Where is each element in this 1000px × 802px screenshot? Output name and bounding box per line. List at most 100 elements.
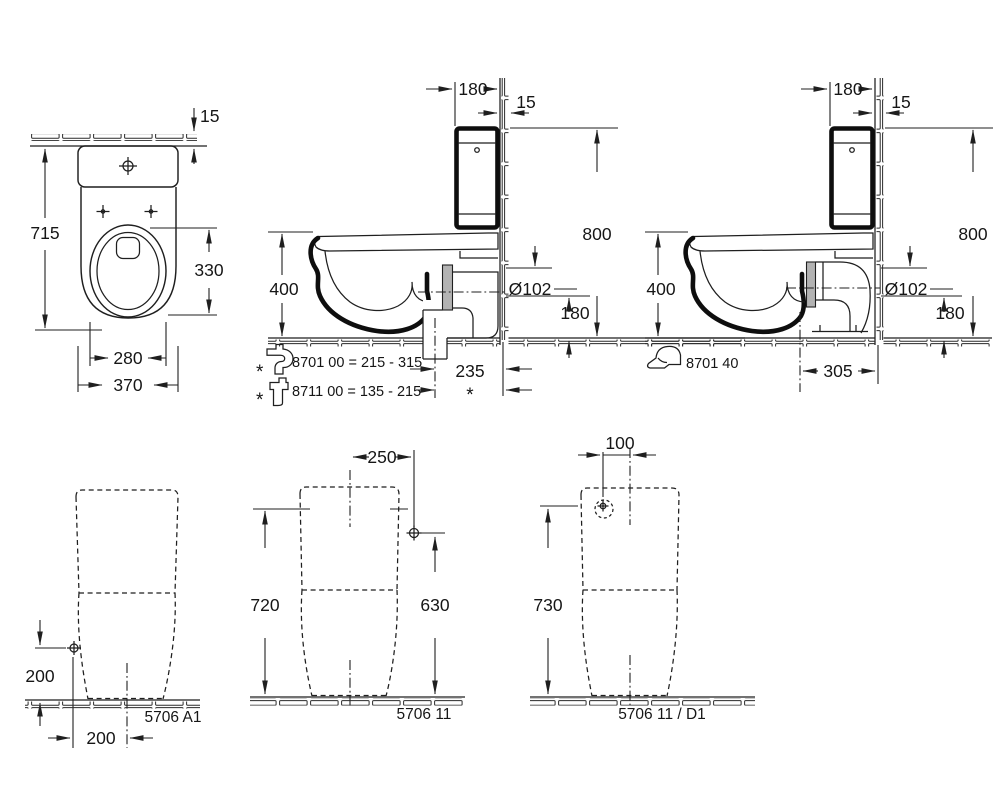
cistern-fixing-crosshair-icon	[119, 157, 137, 175]
svg-text:8711 00 = 135 - 215: 8711 00 = 135 - 215	[292, 384, 421, 400]
straight-pipe-icon	[269, 377, 289, 407]
rear-view-5706-a1: 200 5706 A1 200	[25, 489, 201, 748]
svg-text:8701 00 = 215 - 315: 8701 00 = 215 - 315	[292, 355, 422, 371]
svg-text:Ø102: Ø102	[885, 279, 928, 299]
seat-outer-ring	[89, 224, 167, 318]
svg-text:8701 40: 8701 40	[686, 356, 738, 372]
dashed-outline	[75, 489, 179, 700]
svg-text:330: 330	[194, 260, 223, 280]
svg-text:370: 370	[113, 375, 142, 395]
dim-bowl-height-400: 400	[268, 231, 313, 337]
cistern-section	[454, 126, 500, 230]
svg-text:235: 235	[455, 361, 484, 381]
floor-outlet-elbow	[786, 261, 880, 392]
svg-text:Ø102: Ø102	[509, 279, 552, 299]
floor-outlet-pipe-icon	[646, 345, 682, 369]
floor-hatch	[530, 696, 755, 706]
svg-text:715: 715	[30, 223, 59, 243]
svg-text:180: 180	[833, 79, 862, 99]
svg-text:100: 100	[605, 433, 634, 453]
dim-inlet-height-200: 200	[25, 620, 55, 726]
water-inlet-crosshair-icon	[67, 641, 81, 655]
dim-seat-width-280: 280	[89, 322, 167, 368]
svg-text:800: 800	[582, 224, 611, 244]
svg-text:730: 730	[533, 595, 562, 615]
svg-text:180: 180	[935, 303, 964, 323]
dim-cistern-180: 180	[801, 79, 873, 126]
svg-text:200: 200	[25, 666, 54, 686]
wall-hatch	[499, 78, 509, 345]
wall-hatch	[30, 134, 207, 147]
svg-text:250: 250	[367, 447, 396, 467]
dim-outlet-to-wall-235: 235 *	[410, 342, 532, 406]
dim-height-800: 800	[885, 127, 993, 337]
svg-text:*: *	[256, 390, 264, 411]
dim-seat-depth-330: 330	[150, 227, 224, 316]
dim-bowl-height-400: 400	[645, 231, 688, 337]
water-inlet-crosshair-icon	[594, 499, 614, 519]
rear-view-5706-11-d1: 100 730 5706 11 / D1	[530, 433, 755, 723]
vario-outlet-assembly	[418, 264, 506, 398]
dim-height-800: 800	[510, 127, 618, 337]
rear-view-5706-11: 250 720 630 5706 11	[250, 447, 465, 723]
dim-outlet-height-180: 180	[560, 297, 590, 358]
side-view-vario-outlet: 180 15 800 400 Ø102	[256, 78, 745, 411]
dim-cistern-180: 180	[426, 79, 498, 126]
seat-inner-ring	[96, 231, 160, 311]
dim-outlet-height-180: 180	[935, 297, 965, 358]
svg-text:15: 15	[200, 106, 219, 126]
svg-text:400: 400	[646, 279, 675, 299]
dim-outlet-dia-102: Ø102	[881, 246, 962, 299]
outlet-note-vario: * 8701 00 = 215 - 315 * 8711 00 = 135 - …	[256, 343, 422, 411]
side-view-floor-outlet: 180 15 800 400 Ø102 18	[645, 78, 993, 392]
floor-hatch	[645, 337, 992, 347]
bowl-inner-line	[699, 250, 806, 312]
bowl-inner-line	[324, 250, 431, 312]
svg-text:*: *	[256, 362, 264, 383]
dim-inlet-offset-200: 200	[48, 728, 153, 748]
svg-text:180: 180	[458, 79, 487, 99]
dim-inlet-height-730: 730	[533, 508, 563, 695]
cistern-front-outline	[77, 145, 179, 188]
dim-outlet-dia-102: Ø102	[506, 246, 590, 299]
bowl-body-front-outline	[80, 187, 177, 319]
bowl-section-outline	[308, 235, 432, 335]
dim-wall-15: 15	[853, 92, 911, 116]
svg-text:200: 200	[86, 728, 115, 748]
seat-profile	[688, 232, 874, 252]
svg-text:630: 630	[420, 595, 449, 615]
cistern-section	[829, 126, 875, 230]
dim-body-height-720: 720	[250, 510, 280, 695]
bowl-section-outline	[683, 235, 807, 335]
dim-inlet-height-630: 630	[420, 536, 450, 695]
dim-wall-15: 15	[191, 106, 219, 164]
svg-text:15: 15	[891, 92, 910, 112]
dim-inlet-offset-250: 250	[352, 447, 415, 527]
dim-inlet-offset-100: 100	[578, 433, 656, 458]
seat-back-shelf	[834, 251, 873, 259]
seat-profile	[313, 232, 499, 252]
water-inlet-crosshair-icon	[406, 525, 422, 541]
dim-outlet-to-wall-305: 305	[802, 345, 879, 384]
svg-text:720: 720	[250, 595, 279, 615]
svg-text:800: 800	[958, 224, 987, 244]
inlet-spud	[115, 236, 141, 260]
svg-text:280: 280	[113, 348, 142, 368]
model-label: 5706 11 / D1	[618, 706, 706, 723]
svg-text:305: 305	[823, 361, 852, 381]
svg-text:180: 180	[560, 303, 589, 323]
dashed-outline	[299, 486, 400, 697]
seat-back-shelf	[459, 251, 498, 259]
model-label: 5706 11	[397, 706, 452, 723]
svg-text:*: *	[466, 385, 474, 406]
dim-height-715: 715	[30, 148, 102, 331]
floor-hatch	[250, 696, 465, 706]
outlet-note-floor: 8701 40	[646, 345, 738, 372]
dim-wall-15: 15	[478, 92, 536, 116]
seat-fixing-marks-icon	[96, 205, 158, 218]
front-view: 15 715 330 280	[30, 106, 224, 395]
svg-text:15: 15	[516, 92, 535, 112]
dim-width-370: 370	[77, 346, 179, 395]
